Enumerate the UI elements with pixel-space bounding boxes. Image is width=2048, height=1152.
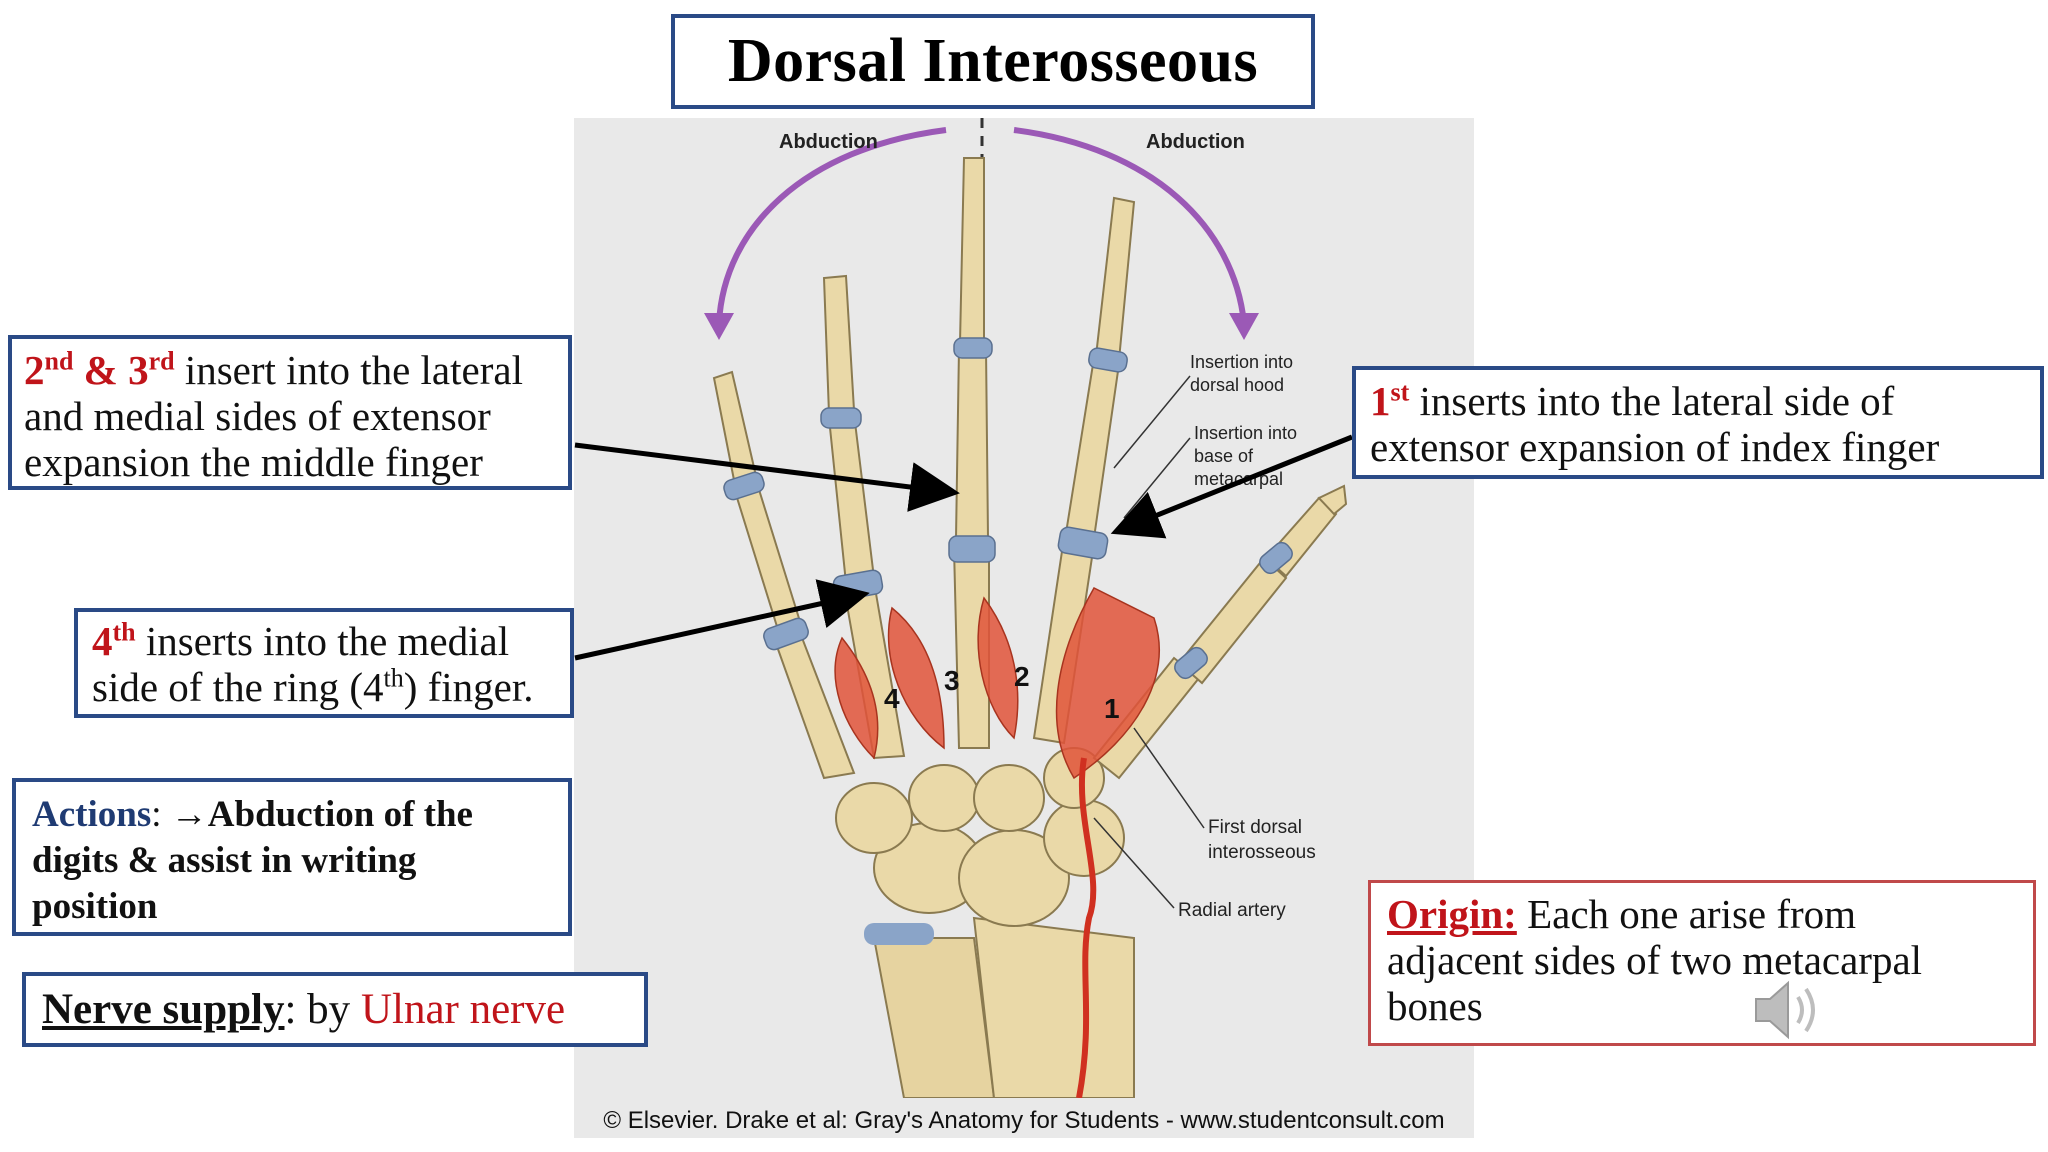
box-1st-line2: extensor expansion of index finger: [1370, 424, 1940, 470]
label-insertion-base-1: Insertion into: [1194, 423, 1297, 443]
image-credit: © Elsevier. Drake et al: Gray's Anatomy …: [603, 1107, 1445, 1134]
nerve-supply-label: Nerve supply: [42, 985, 285, 1033]
box-1st-insertion: 1st inserts into the lateral side of ext…: [1352, 366, 2044, 479]
label-insertion-base-3: metacarpal: [1194, 469, 1283, 489]
abduction-arrow-left: [716, 127, 947, 324]
abduction-arrowhead-left: [704, 313, 734, 340]
box-2nd-3rd-line2: and medial sides of extensor: [24, 393, 491, 439]
box-4th-text-2a: side of the ring (4: [92, 664, 384, 710]
origin-text-1: Each one arise from: [1516, 891, 1857, 937]
actions-text-2: digits & assist in writing: [32, 840, 417, 881]
box-2nd-3rd-insertion: 2nd & 3rd insert into the lateral and me…: [8, 335, 572, 490]
box-1st-text-1: inserts into the lateral side of: [1409, 378, 1895, 424]
muscle-1: [1055, 587, 1160, 780]
origin-box: Origin: Each one arise from adjacent sid…: [1368, 880, 2036, 1046]
label-insertion-base-2: base of: [1194, 446, 1254, 466]
actions-box: Actions: →Abduction of the digits & assi…: [12, 778, 572, 936]
actions-label: Actions: [32, 794, 152, 835]
box-2nd-3rd-line3: expansion the middle finger: [24, 439, 483, 485]
muscle-label-4: 4: [884, 683, 900, 714]
muscle-label-3: 3: [944, 665, 960, 696]
label-first-dorsal-1: First dorsal: [1208, 817, 1302, 838]
ordinal-3-suffix: rd: [148, 346, 175, 376]
label-first-dorsal-2: interosseous: [1208, 842, 1316, 863]
radial-artery: [1076, 757, 1097, 1099]
speaker-icon[interactable]: [1748, 975, 1828, 1045]
muscle-4: [834, 636, 879, 760]
actions-text-3: position: [32, 886, 158, 927]
ordinal-2-suffix: nd: [44, 346, 74, 376]
ulna-bone: [872, 937, 996, 1099]
hand-illustration: Abduction Abduction: [574, 118, 1474, 1138]
label-insertion-hood-2: dorsal hood: [1190, 375, 1284, 395]
muscle-label-1: 1: [1104, 693, 1120, 724]
actions-line1: Actions: →Abduction of the: [32, 792, 552, 838]
ordinal-1-suffix: st: [1390, 377, 1410, 407]
ordinal-2: 2: [24, 347, 45, 393]
box-4th-text-1: inserts into the medial: [135, 618, 510, 664]
wrist-cartilage: [864, 923, 934, 945]
box-4th-insertion: 4th inserts into the medial side of the …: [74, 608, 574, 718]
origin-text-2: adjacent sides of two metacarpal: [1387, 937, 1923, 983]
abduction-arrowhead-right: [1229, 313, 1259, 340]
abduction-label-right: Abduction: [1146, 131, 1245, 153]
box-4th-line2: side of the ring (4th) finger.: [92, 664, 556, 710]
box-4th-text-2-sup: th: [383, 663, 404, 693]
origin-text-3: bones: [1387, 983, 1483, 1029]
nerve-supply-line: Nerve supply: by Ulnar nerve: [42, 985, 566, 1033]
box-2nd-3rd-text-1: insert into the lateral: [174, 347, 523, 393]
abduction-label-left: Abduction: [779, 131, 878, 153]
title-box: Dorsal Interosseous: [671, 14, 1315, 109]
finger-bones: [712, 157, 1348, 780]
ampersand: &: [73, 347, 129, 393]
actions-colon: :: [151, 794, 171, 835]
origin-line1: Origin: Each one arise from: [1387, 891, 2017, 937]
box-4th-line1: 4th inserts into the medial: [92, 618, 556, 664]
interossei-muscles: [834, 587, 1160, 780]
box-4th-text-2b: ) finger.: [403, 664, 534, 710]
muscle-3: [887, 606, 945, 750]
box-2nd-3rd-line1: 2nd & 3rd insert into the lateral: [24, 347, 556, 393]
label-radial-artery: Radial artery: [1178, 900, 1286, 921]
ordinal-1: 1: [1370, 378, 1391, 424]
page-title: Dorsal Interosseous: [727, 27, 1259, 95]
nerve-supply-mid: : by: [284, 985, 361, 1033]
ordinal-3: 3: [128, 347, 149, 393]
nerve-supply-value: Ulnar nerve: [360, 985, 566, 1033]
box-1st-line1: 1st inserts into the lateral side of: [1370, 378, 2026, 424]
muscle-2: [977, 596, 1019, 740]
ordinal-4-suffix: th: [112, 617, 136, 647]
label-insertion-hood-1: Insertion into: [1190, 352, 1293, 372]
actions-text-1: →Abduction of the: [170, 794, 473, 835]
hand-diagram: Abduction Abduction: [704, 118, 1348, 1099]
muscle-label-2: 2: [1014, 661, 1030, 692]
origin-label: Origin:: [1387, 891, 1517, 937]
nerve-supply-box: Nerve supply: by Ulnar nerve: [22, 972, 648, 1047]
ordinal-4: 4: [92, 618, 113, 664]
radius-bone: [972, 916, 1135, 1099]
abduction-arrow-right: [1013, 127, 1247, 324]
